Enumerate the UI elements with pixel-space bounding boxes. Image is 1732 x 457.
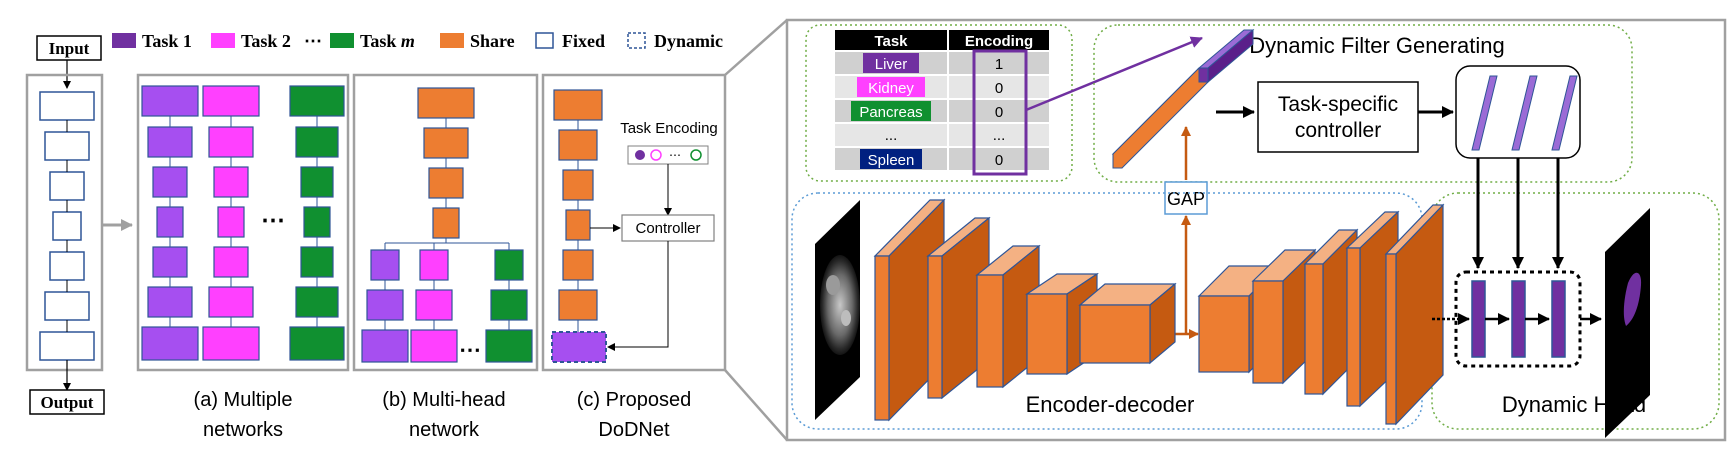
output-label: Output (41, 393, 94, 412)
encoding-to-feature-arrow (1025, 36, 1203, 112)
legend-taskm-label: Task m (360, 31, 415, 51)
legend-task2-label: Task 2 (241, 31, 291, 51)
encoder-decoder-label: Encoder-decoder (1026, 392, 1195, 417)
panel-a-column-task1 (141, 85, 199, 361)
input-ct-image (815, 200, 860, 420)
table-row-encoding: 1 (995, 56, 1003, 73)
feature-vector-bar (1111, 28, 1255, 169)
legend-share-label: Share (470, 31, 515, 51)
input-box (36, 35, 102, 61)
legend-task1-swatch (112, 33, 136, 48)
gap-label: GAP (1167, 189, 1205, 209)
input-label: Input (49, 39, 90, 58)
output-box (29, 389, 105, 415)
table-header-task-cell (835, 30, 947, 50)
table-row-task: Kidney (868, 80, 914, 97)
panel-c-dynamic-head (551, 331, 607, 363)
fixed-network-panel (25, 73, 104, 372)
panel-c-controller-box (621, 214, 715, 242)
panel-b-connectors (384, 118, 510, 330)
table-row-task: ... (885, 127, 898, 144)
table-row-encoding: 0 (995, 80, 1003, 97)
legend-task2-swatch (211, 33, 235, 48)
legend-task1-label: Task 1 (142, 31, 192, 51)
zoom-line-top (724, 19, 788, 76)
zoom-line-bottom (724, 369, 788, 441)
encoding-dots: ⋯ (669, 148, 681, 162)
table-row-task: Pancreas (859, 104, 922, 121)
table-header-task: Task (874, 33, 908, 50)
caption-b-line1: (b) Multi-head (382, 389, 505, 411)
caption-a-line1: (a) Multiple (194, 389, 293, 411)
panel-a-column-taskm (289, 85, 345, 361)
legend-fixed-label: Fixed (562, 31, 605, 51)
panel-c-shared-network (553, 89, 603, 321)
encoder-blocks (873, 198, 1177, 422)
dynamic-filter-generating-title: Dynamic Filter Generating (1249, 33, 1505, 58)
decoder-blocks (1197, 203, 1445, 426)
panel-b-head-task1 (361, 249, 409, 363)
table-row-encoding: 0 (995, 152, 1003, 169)
table-row-task: Liver (875, 56, 908, 73)
legend-dynamic-label: Dynamic (654, 31, 723, 51)
panel-c-controller-label: Controller (635, 220, 700, 237)
controller-label-line1: Task-specific (1278, 93, 1398, 116)
panel-b-multi-head (352, 73, 539, 372)
legend-taskm-swatch (330, 33, 354, 48)
caption-c-line1: (c) Proposed (577, 389, 692, 411)
legend-share-swatch (440, 33, 464, 48)
panel-c-dodnet (541, 73, 727, 372)
table-row-encoding: 0 (995, 104, 1003, 121)
dynamic-head-layers (1471, 280, 1566, 358)
encoding-table: Task Encoding Liver Kidney Pancreas ... … (835, 30, 1049, 176)
panel-a-connectors (169, 116, 318, 327)
caption-b-line2: network (409, 419, 480, 441)
encoding-dot-taskm (690, 149, 702, 161)
legend: Task 1 Task 2 ⋯ Task m Share Fixed Dynam… (112, 31, 723, 51)
panel-a-multiple-networks (136, 73, 350, 372)
encoding-dot-task1 (635, 150, 645, 160)
panel-a-ellipsis: ⋯ (261, 208, 285, 234)
gap-box (1164, 181, 1208, 215)
caption-c-line2: DoDNet (598, 419, 670, 441)
generated-filters (1471, 75, 1578, 151)
legend-dynamic-swatch (627, 32, 646, 49)
filter-to-head-arrows (1472, 158, 1564, 269)
legend-fixed-swatch (535, 32, 554, 49)
dynamic-filter-generating-region (1093, 24, 1633, 183)
task-encoding-label: Task Encoding (620, 120, 718, 137)
task-specific-controller-box (1257, 81, 1419, 153)
panel-b-head-task2 (410, 249, 458, 363)
table-row-task: Spleen (868, 152, 915, 169)
dynamic-head-box (1454, 270, 1582, 368)
table-header-encoding-cell (949, 30, 1049, 50)
encoding-dot-task2 (650, 149, 662, 161)
fixed-network-stack (39, 91, 95, 361)
table-header-encoding: Encoding (965, 33, 1033, 50)
table-row-encoding: ... (993, 127, 1006, 144)
panel-b-head-taskm (485, 249, 533, 363)
panel-b-ellipsis: ⋯ (459, 337, 481, 362)
controller-to-head-arrow (607, 241, 669, 351)
output-mask-image (1605, 208, 1650, 438)
encoding-column-highlight (972, 49, 1028, 176)
caption-a-line2: networks (203, 419, 283, 441)
panel-a-column-task2 (202, 85, 260, 361)
controller-label-line2: controller (1295, 119, 1381, 142)
dynamic-head-label: Dynamic Head (1502, 392, 1646, 417)
legend-dots: ⋯ (304, 31, 322, 51)
